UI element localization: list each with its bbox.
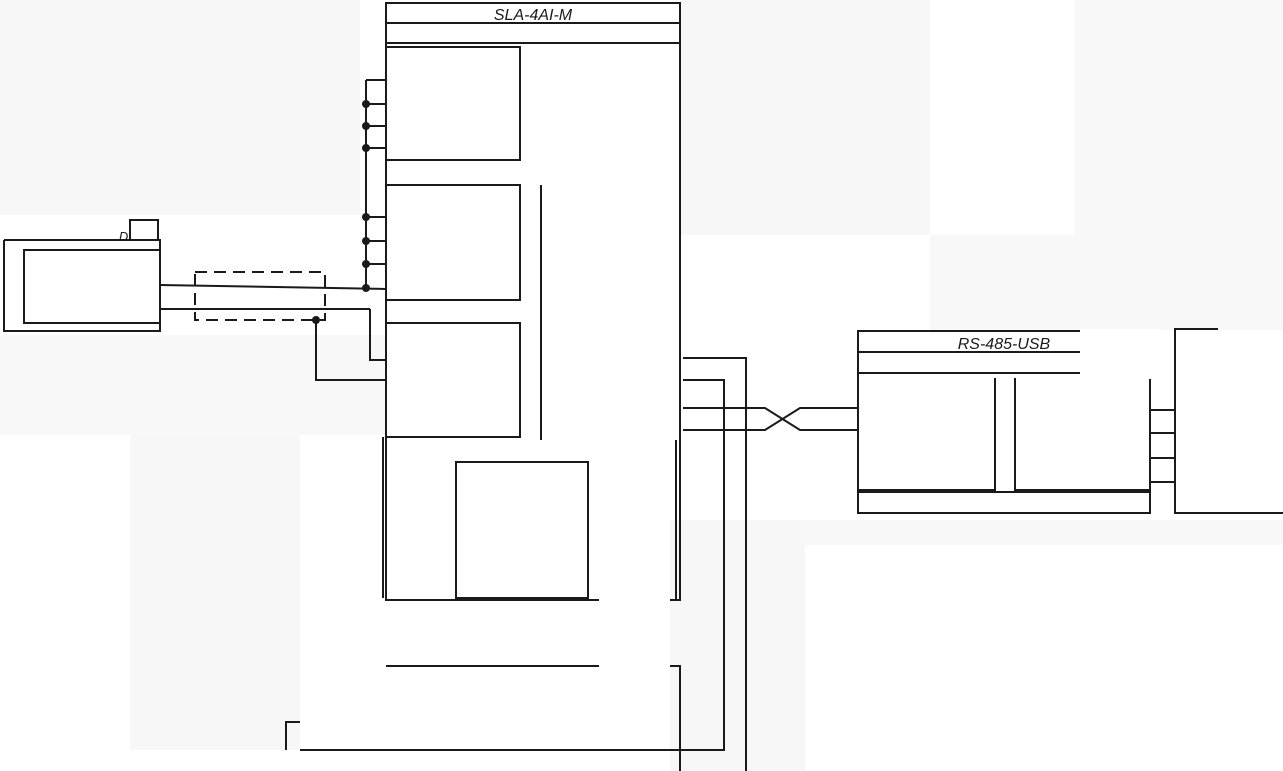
mask-overlays — [523, 181, 1160, 668]
converter-outer — [857, 330, 1151, 514]
sla-module-outer — [385, 2, 681, 601]
sensor-label: ..D — [112, 229, 129, 244]
converter-title: RS-485-USB — [958, 336, 1051, 353]
rs485-wiring — [300, 357, 858, 771]
sla-module-title: SLA-4AI-M — [494, 7, 573, 24]
sensor-device — [3, 219, 161, 332]
computer-outline — [1174, 328, 1283, 514]
wire-1 — [159, 284, 387, 290]
shield-ground-wire — [315, 320, 386, 381]
sensor-inner — [23, 249, 161, 324]
power-block — [455, 461, 589, 599]
wire-2-drop — [369, 309, 386, 361]
input-block-2 — [385, 184, 521, 301]
lower-unit-outline — [386, 665, 681, 771]
shielded-cable — [194, 271, 326, 321]
junction-dots — [312, 100, 370, 324]
input-block-1 — [385, 46, 521, 161]
input-block-3 — [385, 322, 521, 438]
